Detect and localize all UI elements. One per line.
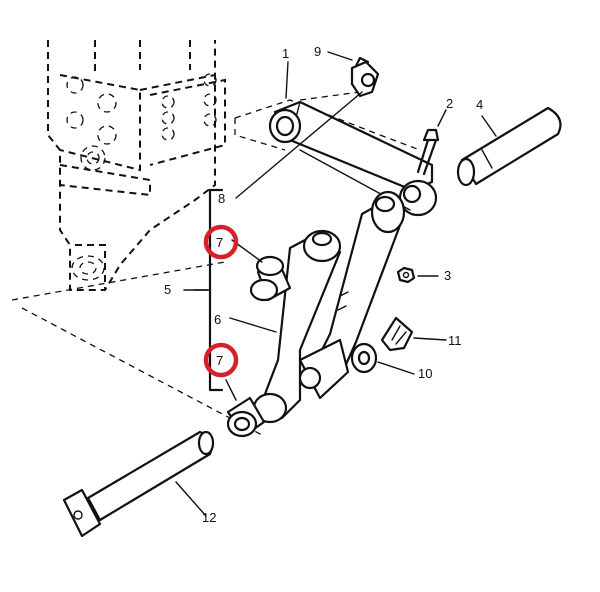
- callout-7-upper: 7: [216, 235, 223, 250]
- grease-fitting: [350, 56, 380, 98]
- highlight-circle-lower: [203, 342, 239, 378]
- callout-4: 4: [476, 97, 483, 112]
- callout-9: 9: [314, 44, 321, 59]
- spacer-ring: [350, 342, 378, 374]
- lower-pin: [62, 430, 215, 538]
- callout-labels: 1 2 3 4 5 6 7 7 8 9 10 11 12: [164, 44, 483, 525]
- bushing-lower: [226, 396, 266, 438]
- phantom-frame: [47, 40, 226, 291]
- callout-5: 5: [164, 282, 171, 297]
- upper-bracket: [268, 100, 438, 217]
- nut: [396, 266, 416, 284]
- callout-3: 3: [444, 268, 451, 283]
- callout-12: 12: [202, 510, 216, 525]
- callout-11: 11: [448, 333, 462, 348]
- leader-lines: [175, 51, 497, 517]
- highlight-circle-upper: [203, 224, 239, 260]
- callout-8: 8: [218, 191, 225, 206]
- callout-6: 6: [214, 312, 221, 327]
- upper-pin: [456, 106, 562, 187]
- callout-10: 10: [418, 366, 432, 381]
- centerlines: [11, 91, 421, 436]
- highlight-markers: [203, 224, 239, 378]
- callout-1: 1: [282, 46, 289, 61]
- bushing-upper: [249, 255, 292, 302]
- callout-2: 2: [446, 96, 453, 111]
- lock-clip: [380, 316, 414, 352]
- link-arm: [252, 190, 406, 424]
- bolt: [416, 128, 440, 176]
- callout-7-lower: 7: [216, 353, 223, 368]
